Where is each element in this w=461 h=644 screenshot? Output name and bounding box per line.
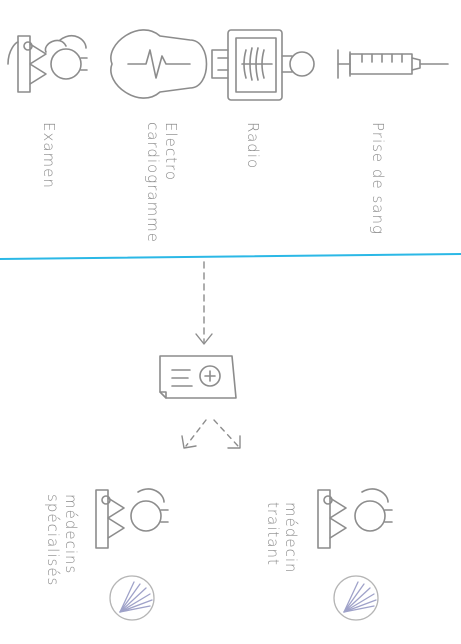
fan-logo-icon-right <box>333 575 379 621</box>
label-prise-de-sang: Prise de sang <box>369 122 387 235</box>
doctor-icon-examen <box>7 35 88 93</box>
divider-line <box>0 253 461 260</box>
xray-icon <box>211 29 315 101</box>
label-medecins-specialises: médecins spécialisés <box>44 494 80 587</box>
fan-logo-icon-left <box>109 575 155 621</box>
arrows-to-doctors <box>181 419 241 449</box>
heart-ecg-icon <box>110 29 208 99</box>
syringe-icon <box>337 49 449 79</box>
label-examen: Examen <box>40 122 58 189</box>
doctor-icon-specialises <box>95 488 169 549</box>
label-medecin-traitant: médecin traitant <box>264 502 300 574</box>
label-electrocardiogramme: Electro cardiogramme <box>144 122 180 244</box>
doctor-icon-traitant <box>317 488 393 549</box>
arrow-to-document <box>195 261 213 345</box>
document-icon <box>159 355 237 399</box>
label-radio: Radio <box>244 122 262 170</box>
